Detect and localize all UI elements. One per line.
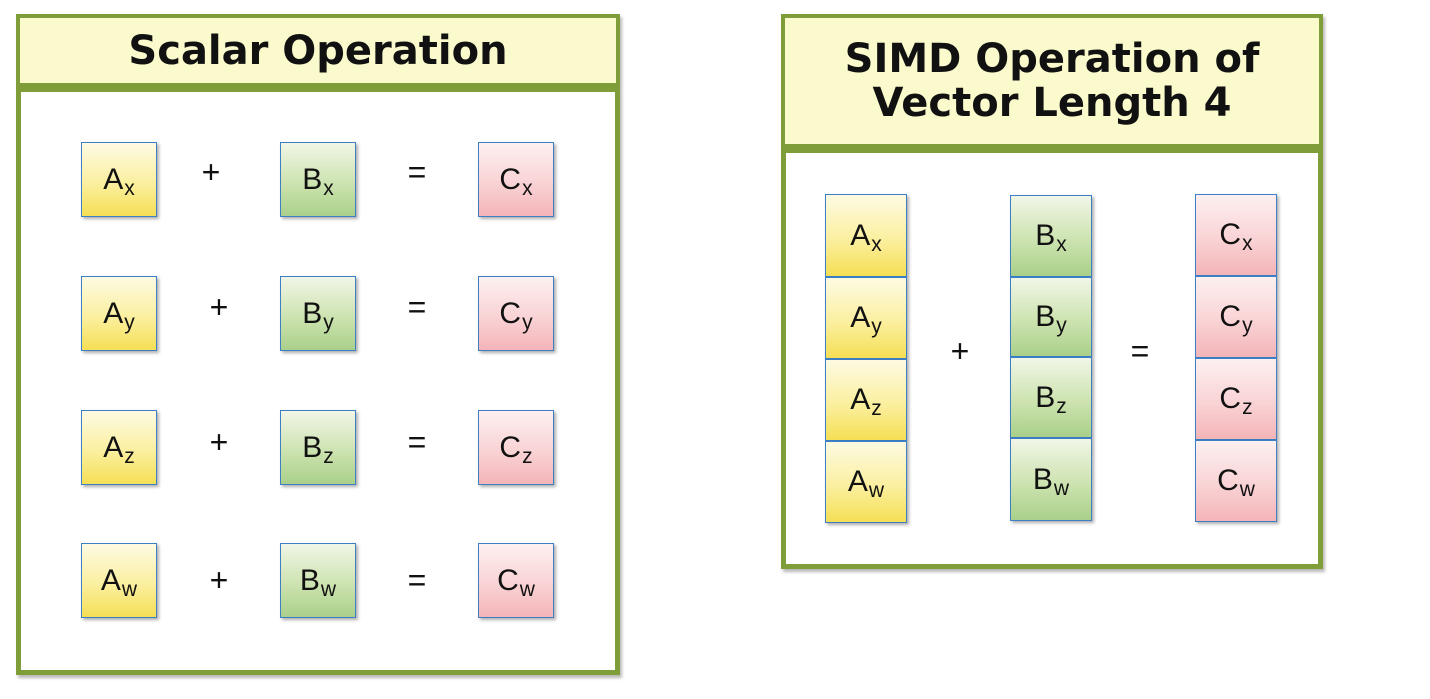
simd-title-line-1: SIMD Operation of: [844, 36, 1260, 82]
equals-sign: =: [407, 562, 427, 598]
equals-sign: =: [407, 289, 427, 325]
plus-sign: +: [950, 333, 970, 369]
plus-sign: +: [209, 562, 229, 598]
plus-sign: +: [201, 154, 221, 190]
plus-sign: +: [209, 424, 229, 460]
scalar-title-text: Scalar Operation: [128, 27, 508, 74]
equals-sign: =: [1130, 333, 1150, 369]
plus-sign: +: [209, 289, 229, 325]
equals-sign: =: [407, 424, 427, 460]
simd-panel-title: SIMD Operation of Vector Length 4: [781, 14, 1323, 148]
scalar-panel-title: Scalar Operation: [16, 14, 620, 87]
simd-title-line-2: Vector Length 4: [872, 80, 1232, 126]
equals-sign: =: [407, 154, 427, 190]
